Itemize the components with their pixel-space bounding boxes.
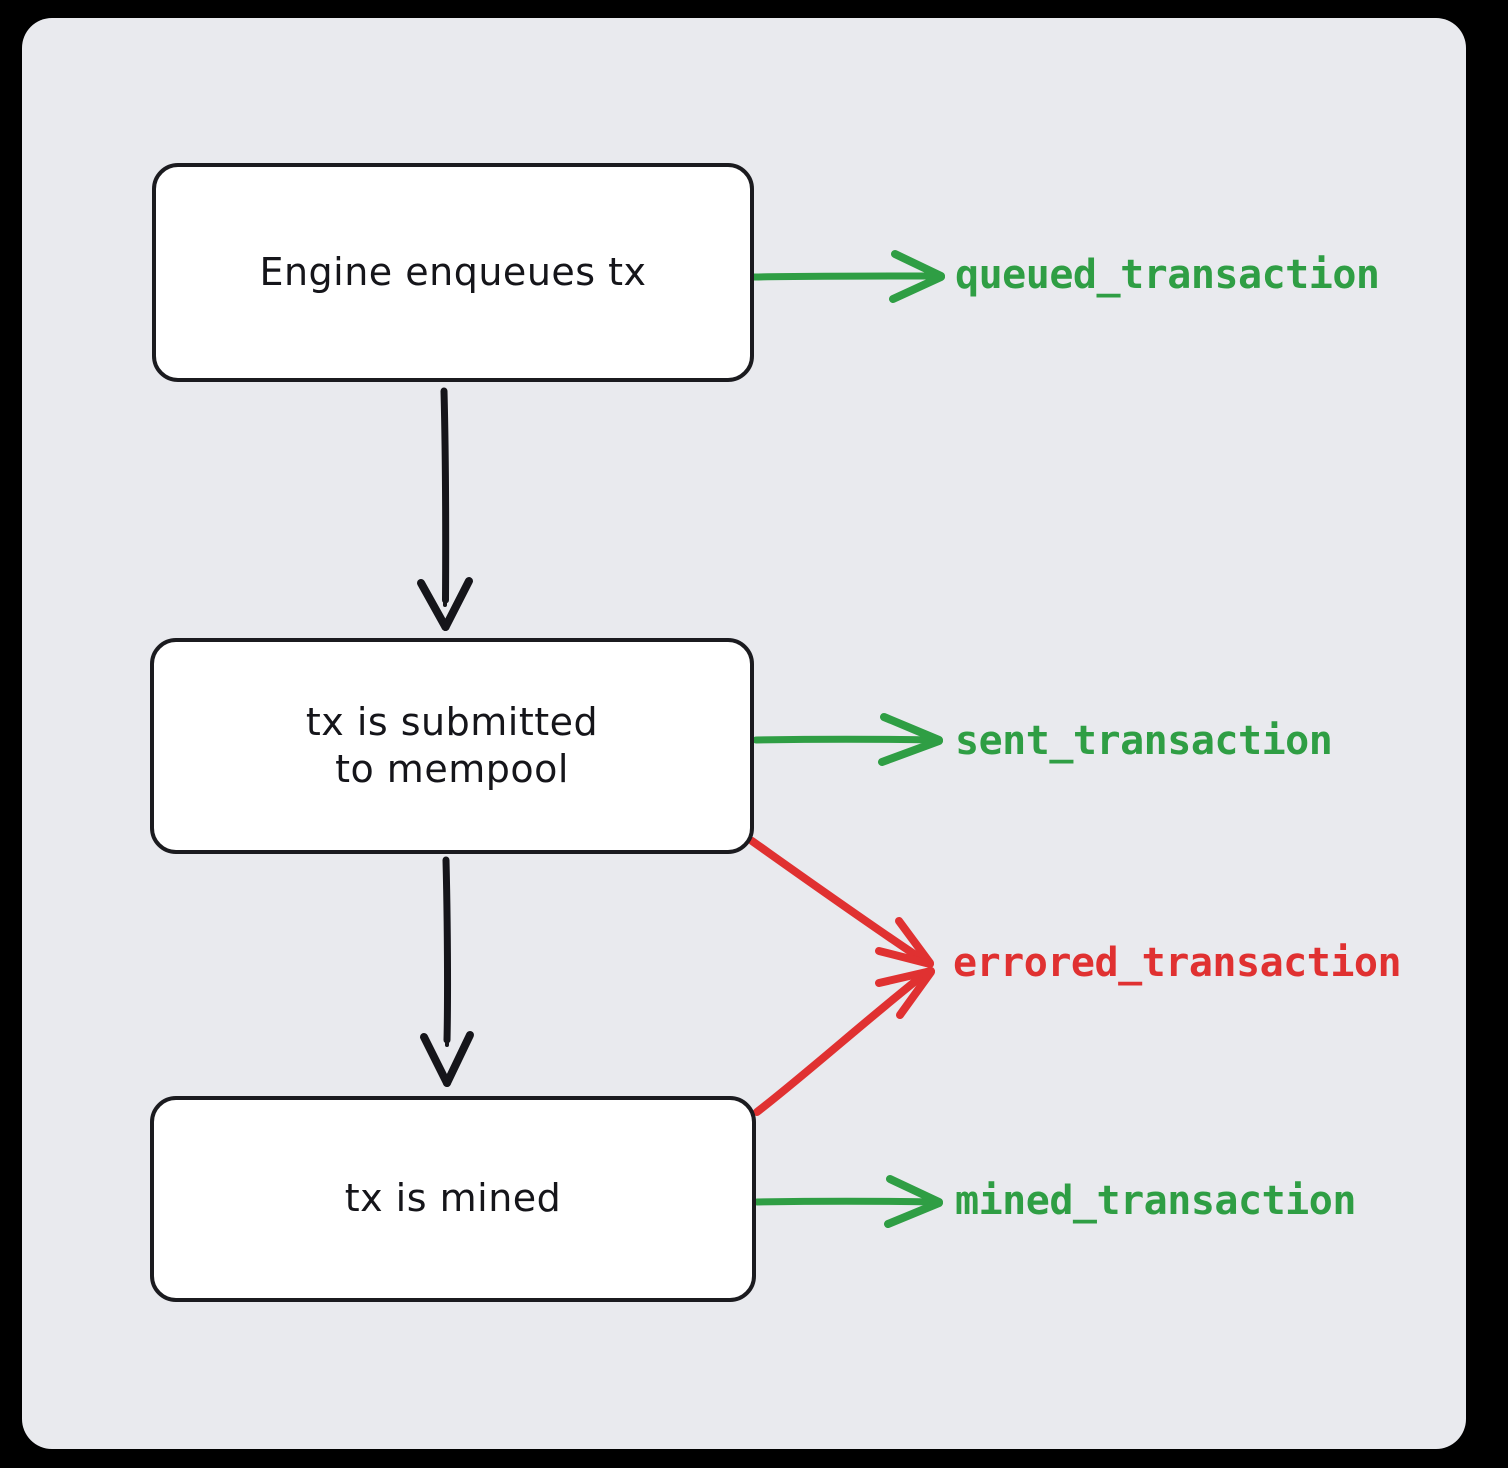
node-engine-enqueues-tx[interactable]: Engine enqueues tx — [152, 163, 754, 382]
flow-arrow-mempool-to-mined — [420, 856, 474, 1087]
event-arrow-queued — [750, 250, 945, 303]
node-label-mempool: tx is submitted to mempool — [305, 699, 599, 792]
event-arrow-mined — [753, 1175, 943, 1228]
event-label-errored-transaction: errored_transaction — [953, 940, 1402, 986]
event-label-queued-transaction: queued_transaction — [955, 252, 1380, 298]
node-label-enqueue: Engine enqueues tx — [259, 249, 647, 294]
node-label-mined: tx is mined — [344, 1176, 562, 1221]
node-tx-submitted-to-mempool[interactable]: tx is submitted to mempool — [150, 638, 754, 854]
event-label-sent-transaction: sent_transaction — [955, 718, 1333, 764]
event-arrow-errored-from-mempool — [748, 837, 934, 968]
event-arrow-sent — [752, 713, 943, 766]
event-label-mined-transaction: mined_transaction — [955, 1178, 1356, 1224]
node-tx-is-mined[interactable]: tx is mined — [150, 1096, 756, 1302]
event-arrow-errored-from-mined — [753, 967, 935, 1116]
flow-arrow-enqueue-to-mempool — [417, 387, 473, 631]
